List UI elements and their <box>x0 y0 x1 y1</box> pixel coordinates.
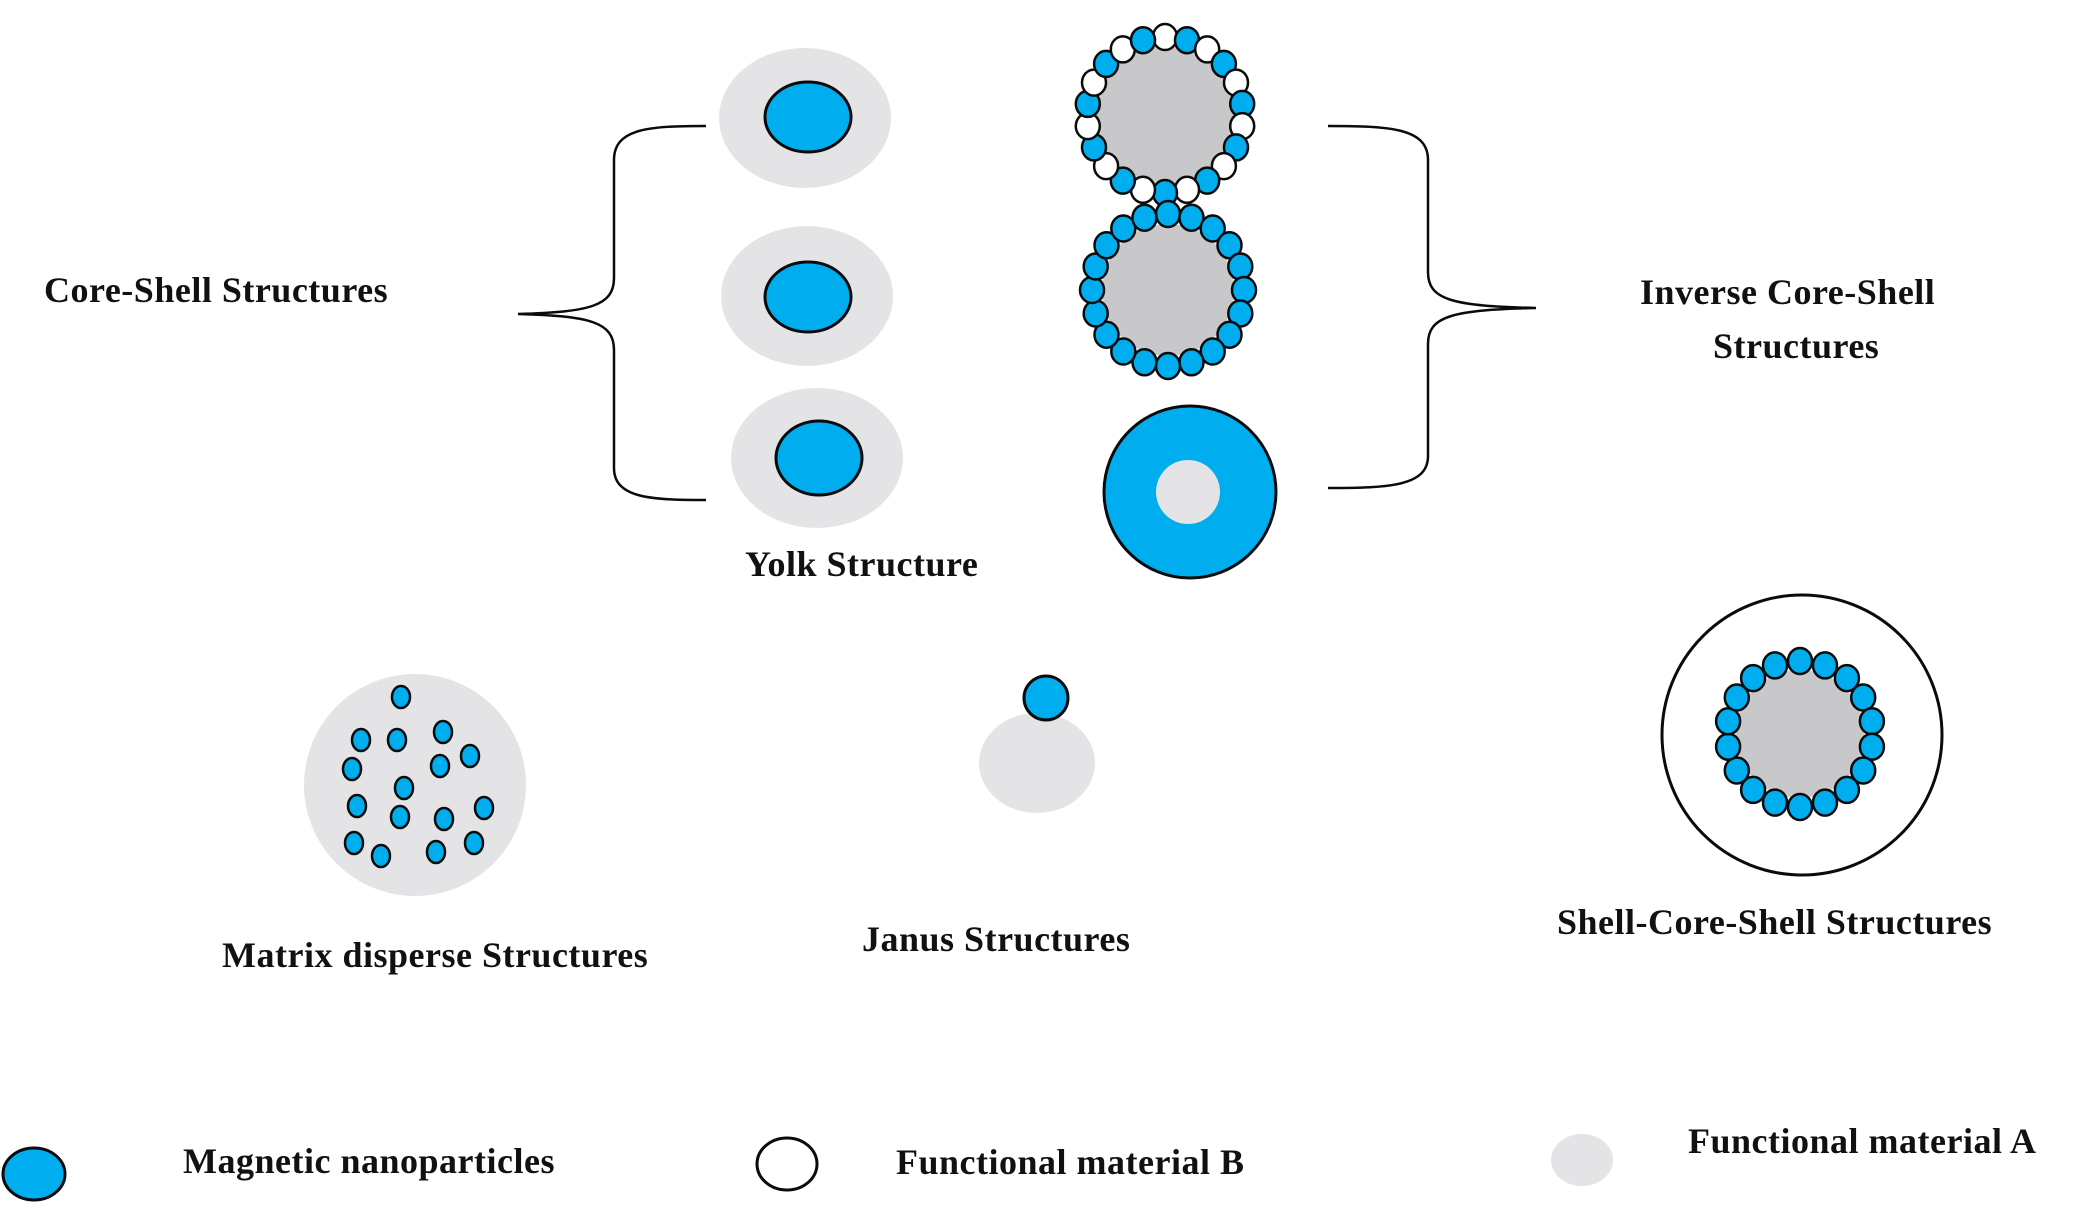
matrix-disperse-label: Matrix disperse Structures <box>222 935 648 975</box>
magnetic-nanoparticle <box>429 753 451 779</box>
inverse-core-shell-particle-2 <box>1078 199 1258 381</box>
functional-a-core <box>1093 43 1237 187</box>
magnetic-nanoparticle <box>432 719 454 745</box>
magnetic-nanoparticle <box>389 804 411 830</box>
legend: Magnetic nanoparticles Functional materi… <box>1 1121 2036 1202</box>
shell-core-shell-particle <box>1660 593 1944 877</box>
magnetic-nanoparticle <box>1154 199 1182 229</box>
magnetic-nanoparticle <box>1131 348 1158 377</box>
legend-functional-b-label: Functional material B <box>896 1142 1244 1182</box>
magnetic-nanoparticle <box>473 795 495 821</box>
magnetic-nanoparticle <box>1110 214 1137 243</box>
magnetic-nanoparticle <box>1761 788 1789 817</box>
magnetic-nanoparticle <box>1199 214 1226 243</box>
magnetic-nanoparticle <box>1082 299 1109 328</box>
magnetic-nanoparticle <box>1811 788 1839 817</box>
magnetic-nanoparticle <box>1216 320 1243 349</box>
legend-functional-a-label: Functional material A <box>1688 1121 2036 1161</box>
left-curly-brace <box>517 124 707 502</box>
magnetic-nanoparticle <box>1858 732 1886 761</box>
shell-core-shell-label: Shell-Core-Shell Structures <box>1557 902 1992 942</box>
inverse-core-shell-label-line1: Inverse Core-Shell <box>1640 272 1935 312</box>
magnetic-nanoparticle <box>1723 683 1751 712</box>
magnetic-nanoparticle <box>1131 203 1158 232</box>
magnetic-core <box>763 260 853 334</box>
inverse-core-shell-label-line2: Structures <box>1713 326 1879 366</box>
magnetic-nanoparticle <box>1110 337 1137 366</box>
legend-magnetic-swatch <box>1 1146 67 1202</box>
magnetic-core <box>763 80 853 154</box>
legend-magnetic-label: Magnetic nanoparticles <box>183 1141 555 1181</box>
magnetic-nanoparticle <box>1093 231 1120 260</box>
magnetic-nanoparticle <box>1227 252 1254 281</box>
magnetic-nanoparticle <box>1178 348 1205 377</box>
magnetic-nanoparticle <box>1199 337 1226 366</box>
magnetic-half <box>1022 674 1070 722</box>
functional-a-matrix <box>304 674 526 896</box>
functional-b-particle <box>1151 22 1179 52</box>
legend-functional-b-swatch <box>755 1136 819 1192</box>
magnetic-nanoparticle <box>1714 732 1742 761</box>
magnetic-nanoparticle <box>1833 663 1861 693</box>
janus-structures-label: Janus Structures <box>862 919 1130 959</box>
magnetic-nanoparticle <box>390 684 412 710</box>
magnetic-nanoparticle <box>386 727 408 753</box>
magnetic-nanoparticle <box>1858 707 1886 736</box>
magnetic-nanoparticle <box>1833 775 1861 805</box>
magnetic-nanoparticle <box>1761 651 1789 680</box>
magnetic-nanoparticle <box>425 839 447 865</box>
magnetic-nanoparticle <box>1230 275 1258 305</box>
magnetic-nanoparticle <box>1078 275 1106 305</box>
magnetic-nanoparticle <box>459 743 481 769</box>
magnetic-nanoparticle <box>1739 663 1767 693</box>
functional-b-particle <box>1173 175 1201 205</box>
yolk-structure-label: Yolk Structure <box>745 544 978 584</box>
magnetic-nanoparticle <box>1739 775 1767 805</box>
magnetic-nanoparticle <box>433 806 455 832</box>
magnetic-core <box>774 419 864 497</box>
magnetic-nanoparticle <box>1129 25 1157 55</box>
core-shell-particle-2 <box>721 226 893 366</box>
functional-a-core <box>1156 460 1220 524</box>
magnetic-nanoparticle <box>1178 203 1205 232</box>
matrix-disperse-particle <box>304 674 526 896</box>
magnetic-nanoparticle <box>370 843 392 869</box>
magnetic-nanoparticle <box>346 793 368 819</box>
magnetic-nanoparticle <box>1723 756 1751 785</box>
magnetic-nanoparticle <box>1786 792 1814 822</box>
magnetic-nanoparticle <box>463 830 485 856</box>
magnetic-nanoparticle <box>1154 351 1182 381</box>
magnetic-nanoparticle <box>1714 707 1742 736</box>
magnetic-nanoparticle <box>350 727 372 753</box>
yolk-particle <box>731 388 903 528</box>
magnetic-nanoparticle <box>1849 756 1877 785</box>
magnetic-nanoparticle <box>343 830 365 856</box>
core-shell-label: Core-Shell Structures <box>44 270 388 310</box>
magnetic-nanoparticle <box>1786 646 1814 676</box>
right-curly-brace <box>1327 124 1537 490</box>
magnetic-nanoparticle <box>393 775 415 801</box>
core-shell-particle-1 <box>719 48 891 188</box>
inverse-core-shell-particle-3 <box>1102 404 1278 580</box>
legend-functional-a-swatch <box>1551 1134 1613 1186</box>
functional-a-half <box>979 713 1095 813</box>
magnetic-nanoparticle <box>1811 651 1839 680</box>
magnetic-nanoparticle <box>1849 683 1877 712</box>
janus-particle <box>979 674 1095 813</box>
magnetic-nanoparticle <box>341 756 363 782</box>
functional-a-core <box>1102 224 1234 356</box>
functional-a-core <box>1736 670 1864 798</box>
inverse-core-shell-particle-1 <box>1074 22 1256 208</box>
